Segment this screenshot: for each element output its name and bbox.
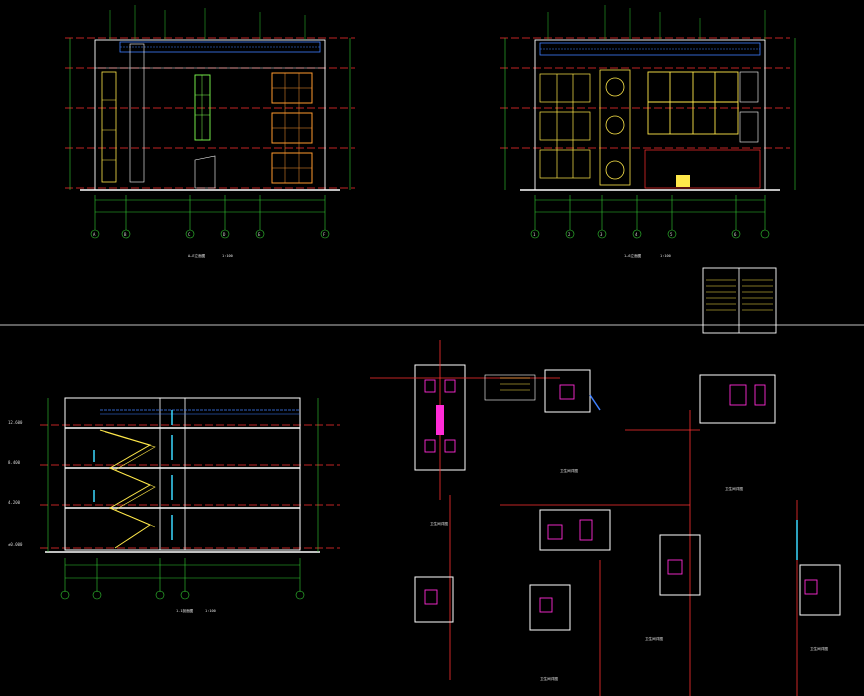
elev-mark-2: 8.400 <box>8 460 21 465</box>
elevation-a <box>65 5 355 239</box>
toilet-plan-4 <box>449 495 690 680</box>
caption-toilet-1: 卫生间详图 <box>430 521 448 526</box>
section-1 <box>40 397 340 600</box>
axis-a-3: C <box>188 232 191 237</box>
axis-b-3: 3 <box>600 232 603 237</box>
axis-a-5: E <box>258 232 261 237</box>
toilet-plan-5 <box>414 560 601 696</box>
elev-mark-4: ±0.000 <box>8 542 23 547</box>
caption-toilet-5: 卫生间详图 <box>540 676 558 681</box>
elev-mark-1: 12.600 <box>8 420 23 425</box>
elev-mark-3: 4.200 <box>8 500 21 505</box>
toilet-plan-3 <box>625 374 776 696</box>
caption-section-1: 1-1剖面图 <box>176 608 194 613</box>
axis-a-6: F <box>323 232 326 237</box>
caption-elevation-b-scale: 1:100 <box>660 254 671 258</box>
caption-elevation-b: 1—6立面图 <box>624 253 642 258</box>
axis-a-1: A <box>93 232 96 237</box>
toilet-plan-6 <box>659 500 841 696</box>
toilet-plan-2 <box>484 369 601 413</box>
axis-a-2: B <box>124 232 127 237</box>
caption-section-1-scale: 1:100 <box>205 609 216 613</box>
axis-b-5: 5 <box>670 232 673 237</box>
caption-elevation-a: A—E立面图 <box>188 253 206 258</box>
axis-b-1: 1 <box>533 232 536 237</box>
elevation-b <box>500 5 796 239</box>
axis-b-4: 4 <box>635 232 638 237</box>
caption-toilet-4: 卫生间详图 <box>645 636 663 641</box>
caption-toilet-2: 卫生间详图 <box>560 468 578 473</box>
axis-b-6: 6 <box>734 232 737 237</box>
axis-b-2: 2 <box>568 232 571 237</box>
stair-plan <box>702 267 777 334</box>
caption-elevation-a-scale: 1:100 <box>222 254 233 258</box>
caption-toilet-6: 卫生间详图 <box>810 646 828 651</box>
axis-a-4: D <box>223 232 226 237</box>
caption-toilet-3: 卫生间详图 <box>725 486 743 491</box>
